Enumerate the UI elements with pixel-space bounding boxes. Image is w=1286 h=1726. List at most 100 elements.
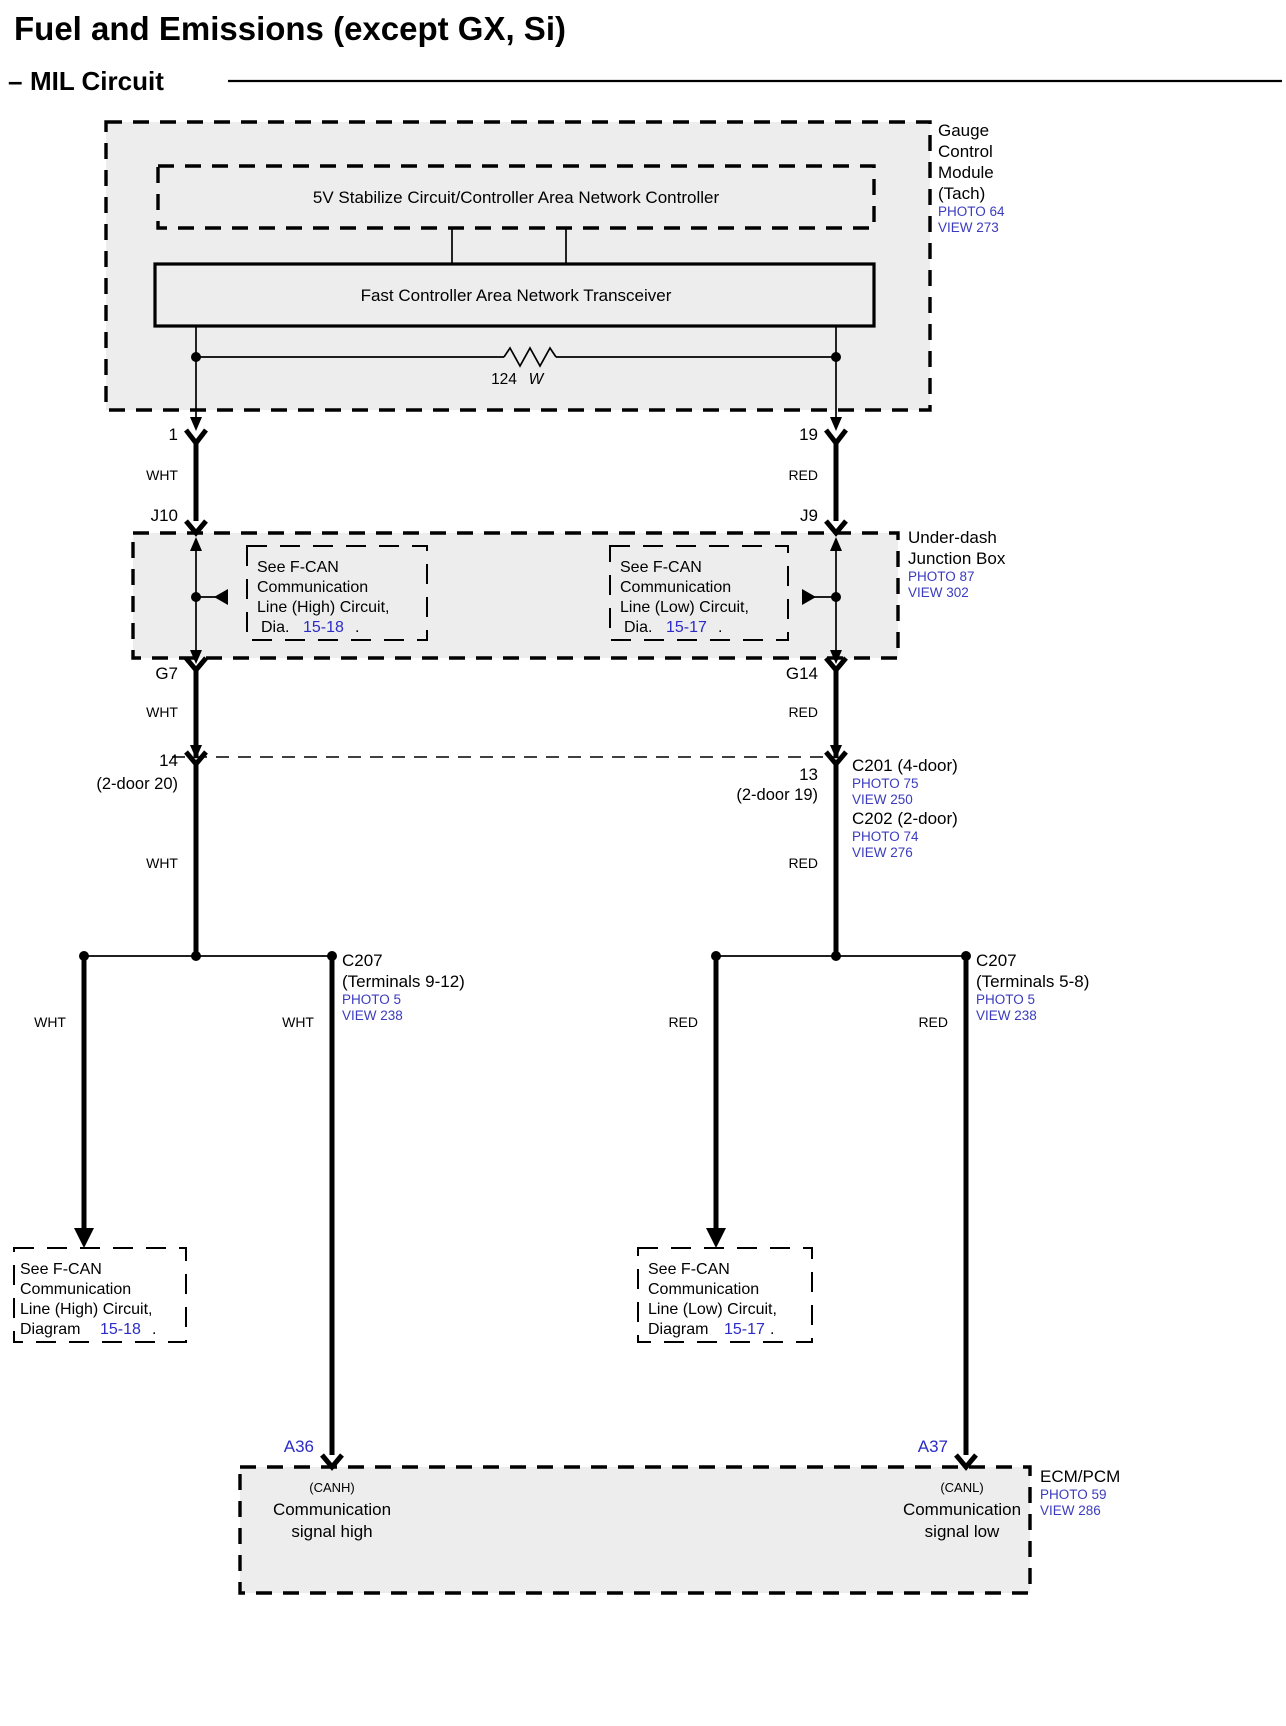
resistor-value: 124 — [491, 371, 517, 388]
terminal-j10: J10 — [151, 506, 178, 525]
c207-right-terminals: (Terminals 5-8) — [976, 972, 1089, 991]
bottom-note-left-line1: See F-CAN — [20, 1261, 102, 1278]
junction-dot-left — [191, 352, 201, 362]
wire-color-wht-3: WHT — [146, 855, 178, 871]
junction-box-photo-ref[interactable]: PHOTO 87 — [908, 569, 975, 584]
gauge-module-name-4: (Tach) — [938, 184, 985, 203]
stabilize-circuit-box — [156, 164, 876, 230]
jbox-note-left-dia: Dia. — [261, 619, 289, 636]
a37-connector — [954, 1453, 978, 1471]
jbox-note-right-period: . — [718, 619, 722, 636]
bottom-note-right-line1: See F-CAN — [648, 1261, 730, 1278]
gauge-module-name-3: Module — [938, 163, 994, 182]
c201-right-arrowhead — [830, 745, 842, 759]
junction-box-view-ref[interactable]: VIEW 302 — [908, 585, 969, 600]
ecm-canl-label: (CANL) — [940, 1480, 983, 1495]
ecm-right-label-2: signal low — [925, 1522, 1000, 1541]
j10-connector — [184, 519, 208, 537]
c201-left-arrowhead — [190, 745, 202, 759]
bottom-note-right-line2: Communication — [648, 1281, 759, 1298]
wire-color-wht-2: WHT — [146, 704, 178, 720]
c207-left-photo-ref[interactable]: PHOTO 5 — [342, 992, 401, 1007]
wire-color-wht-5: WHT — [282, 1014, 314, 1030]
c202-name: C202 (2-door) — [852, 809, 958, 828]
g7-arrowhead — [190, 650, 202, 664]
gauge-pin-1: 1 — [169, 425, 178, 444]
wire-color-wht-4: WHT — [34, 1014, 66, 1030]
ecm-right-label-1: Communication — [903, 1500, 1021, 1519]
c201-photo-ref[interactable]: PHOTO 75 — [852, 776, 919, 791]
jbox-note-left-box — [246, 545, 428, 641]
fcan-transceiver-label: Fast Controller Area Network Transceiver — [361, 286, 672, 305]
wire-color-red-3: RED — [788, 855, 818, 871]
ecm-pcm-box — [238, 1465, 1032, 1595]
ecm-left-label-1: Communication — [273, 1500, 391, 1519]
c202-photo-ref[interactable]: PHOTO 74 — [852, 829, 919, 844]
wire-color-red-2: RED — [788, 704, 818, 720]
section-dash: – — [8, 66, 22, 96]
ecm-pin-a36[interactable]: A36 — [284, 1437, 314, 1456]
ecm-left-label-2: signal high — [291, 1522, 372, 1541]
c207-right-bus-mid-dot — [831, 951, 841, 961]
gauge-module-view-ref[interactable]: VIEW 273 — [938, 220, 999, 235]
c207-left-name: C207 — [342, 951, 383, 970]
junction-box-name-2: Junction Box — [908, 549, 1006, 568]
ecm-name: ECM/PCM — [1040, 1467, 1120, 1486]
drop-left-terminator — [74, 1228, 94, 1248]
gauge-module-name-1: Gauge — [938, 121, 989, 140]
c201-name: C201 (4-door) — [852, 756, 958, 775]
jbox-note-left-line1: See F-CAN — [257, 559, 339, 576]
wire-color-red-5: RED — [918, 1014, 948, 1030]
c207-left-view-ref[interactable]: VIEW 238 — [342, 1008, 403, 1023]
junction-dot-right — [831, 352, 841, 362]
c207-left-bus-mid-dot — [191, 951, 201, 961]
c207-right-view-ref[interactable]: VIEW 238 — [976, 1008, 1037, 1023]
gauge-pin-19: 19 — [799, 425, 818, 444]
wire-color-red-4: RED — [668, 1014, 698, 1030]
jbox-note-left-link[interactable]: 15-18 — [303, 619, 344, 636]
jbox-note-right-box — [609, 545, 789, 641]
bottom-note-left-line3: Line (High) Circuit, — [20, 1301, 152, 1318]
a36-connector — [320, 1453, 344, 1471]
jbox-note-left-period: . — [355, 619, 359, 636]
bottom-note-right-period: . — [770, 1321, 774, 1338]
ecm-canh-label: (CANH) — [309, 1480, 355, 1495]
jbox-note-right-line1: See F-CAN — [620, 559, 702, 576]
jbox-note-right-link[interactable]: 15-17 — [666, 619, 707, 636]
c202-view-ref[interactable]: VIEW 276 — [852, 845, 913, 860]
drop-right-terminator — [706, 1228, 726, 1248]
c207-left-terminals: (Terminals 9-12) — [342, 972, 465, 991]
c207-right-photo-ref[interactable]: PHOTO 5 — [976, 992, 1035, 1007]
gauge-module-name-2: Control — [938, 142, 993, 161]
jbox-right-branch-arrow — [802, 589, 816, 605]
c201-pin-left-alt: (2-door 20) — [96, 775, 178, 793]
bottom-note-left-link[interactable]: 15-18 — [100, 1321, 141, 1338]
g14-arrowhead — [830, 650, 842, 664]
fcan-transceiver-box — [153, 262, 876, 328]
jbox-left-branch-arrow — [214, 589, 228, 605]
ecm-photo-ref[interactable]: PHOTO 59 — [1040, 1487, 1107, 1502]
under-dash-junction-box — [131, 531, 900, 660]
bottom-note-right-diagram: Diagram — [648, 1321, 708, 1338]
bottom-note-left-diagram: Diagram — [20, 1321, 80, 1338]
pin1-arrowhead — [190, 417, 202, 431]
c201-view-ref[interactable]: VIEW 250 — [852, 792, 913, 807]
j9-connector — [824, 519, 848, 537]
jbox-note-right-line2: Communication — [620, 579, 731, 596]
gauge-module-photo-ref[interactable]: PHOTO 64 — [938, 204, 1005, 219]
resistor-unit: W — [529, 371, 545, 388]
section-title: MIL Circuit — [30, 66, 164, 96]
junction-box-name-1: Under-dash — [908, 528, 997, 547]
ecm-view-ref[interactable]: VIEW 286 — [1040, 1503, 1101, 1518]
ecm-pin-a37[interactable]: A37 — [918, 1437, 948, 1456]
bottom-note-right-line3: Line (Low) Circuit, — [648, 1301, 777, 1318]
jbox-note-right-dia: Dia. — [624, 619, 652, 636]
c201-pin-right: 13 — [799, 765, 818, 784]
wire-color-red-1: RED — [788, 467, 818, 483]
bottom-note-left-box — [13, 1247, 187, 1343]
jbox-note-right-line3: Line (Low) Circuit, — [620, 599, 749, 616]
wire-color-wht-1: WHT — [146, 467, 178, 483]
terminal-g7: G7 — [155, 664, 178, 683]
page-title: Fuel and Emissions (except GX, Si) — [14, 10, 566, 47]
bottom-note-right-link[interactable]: 15-17 — [724, 1321, 765, 1338]
